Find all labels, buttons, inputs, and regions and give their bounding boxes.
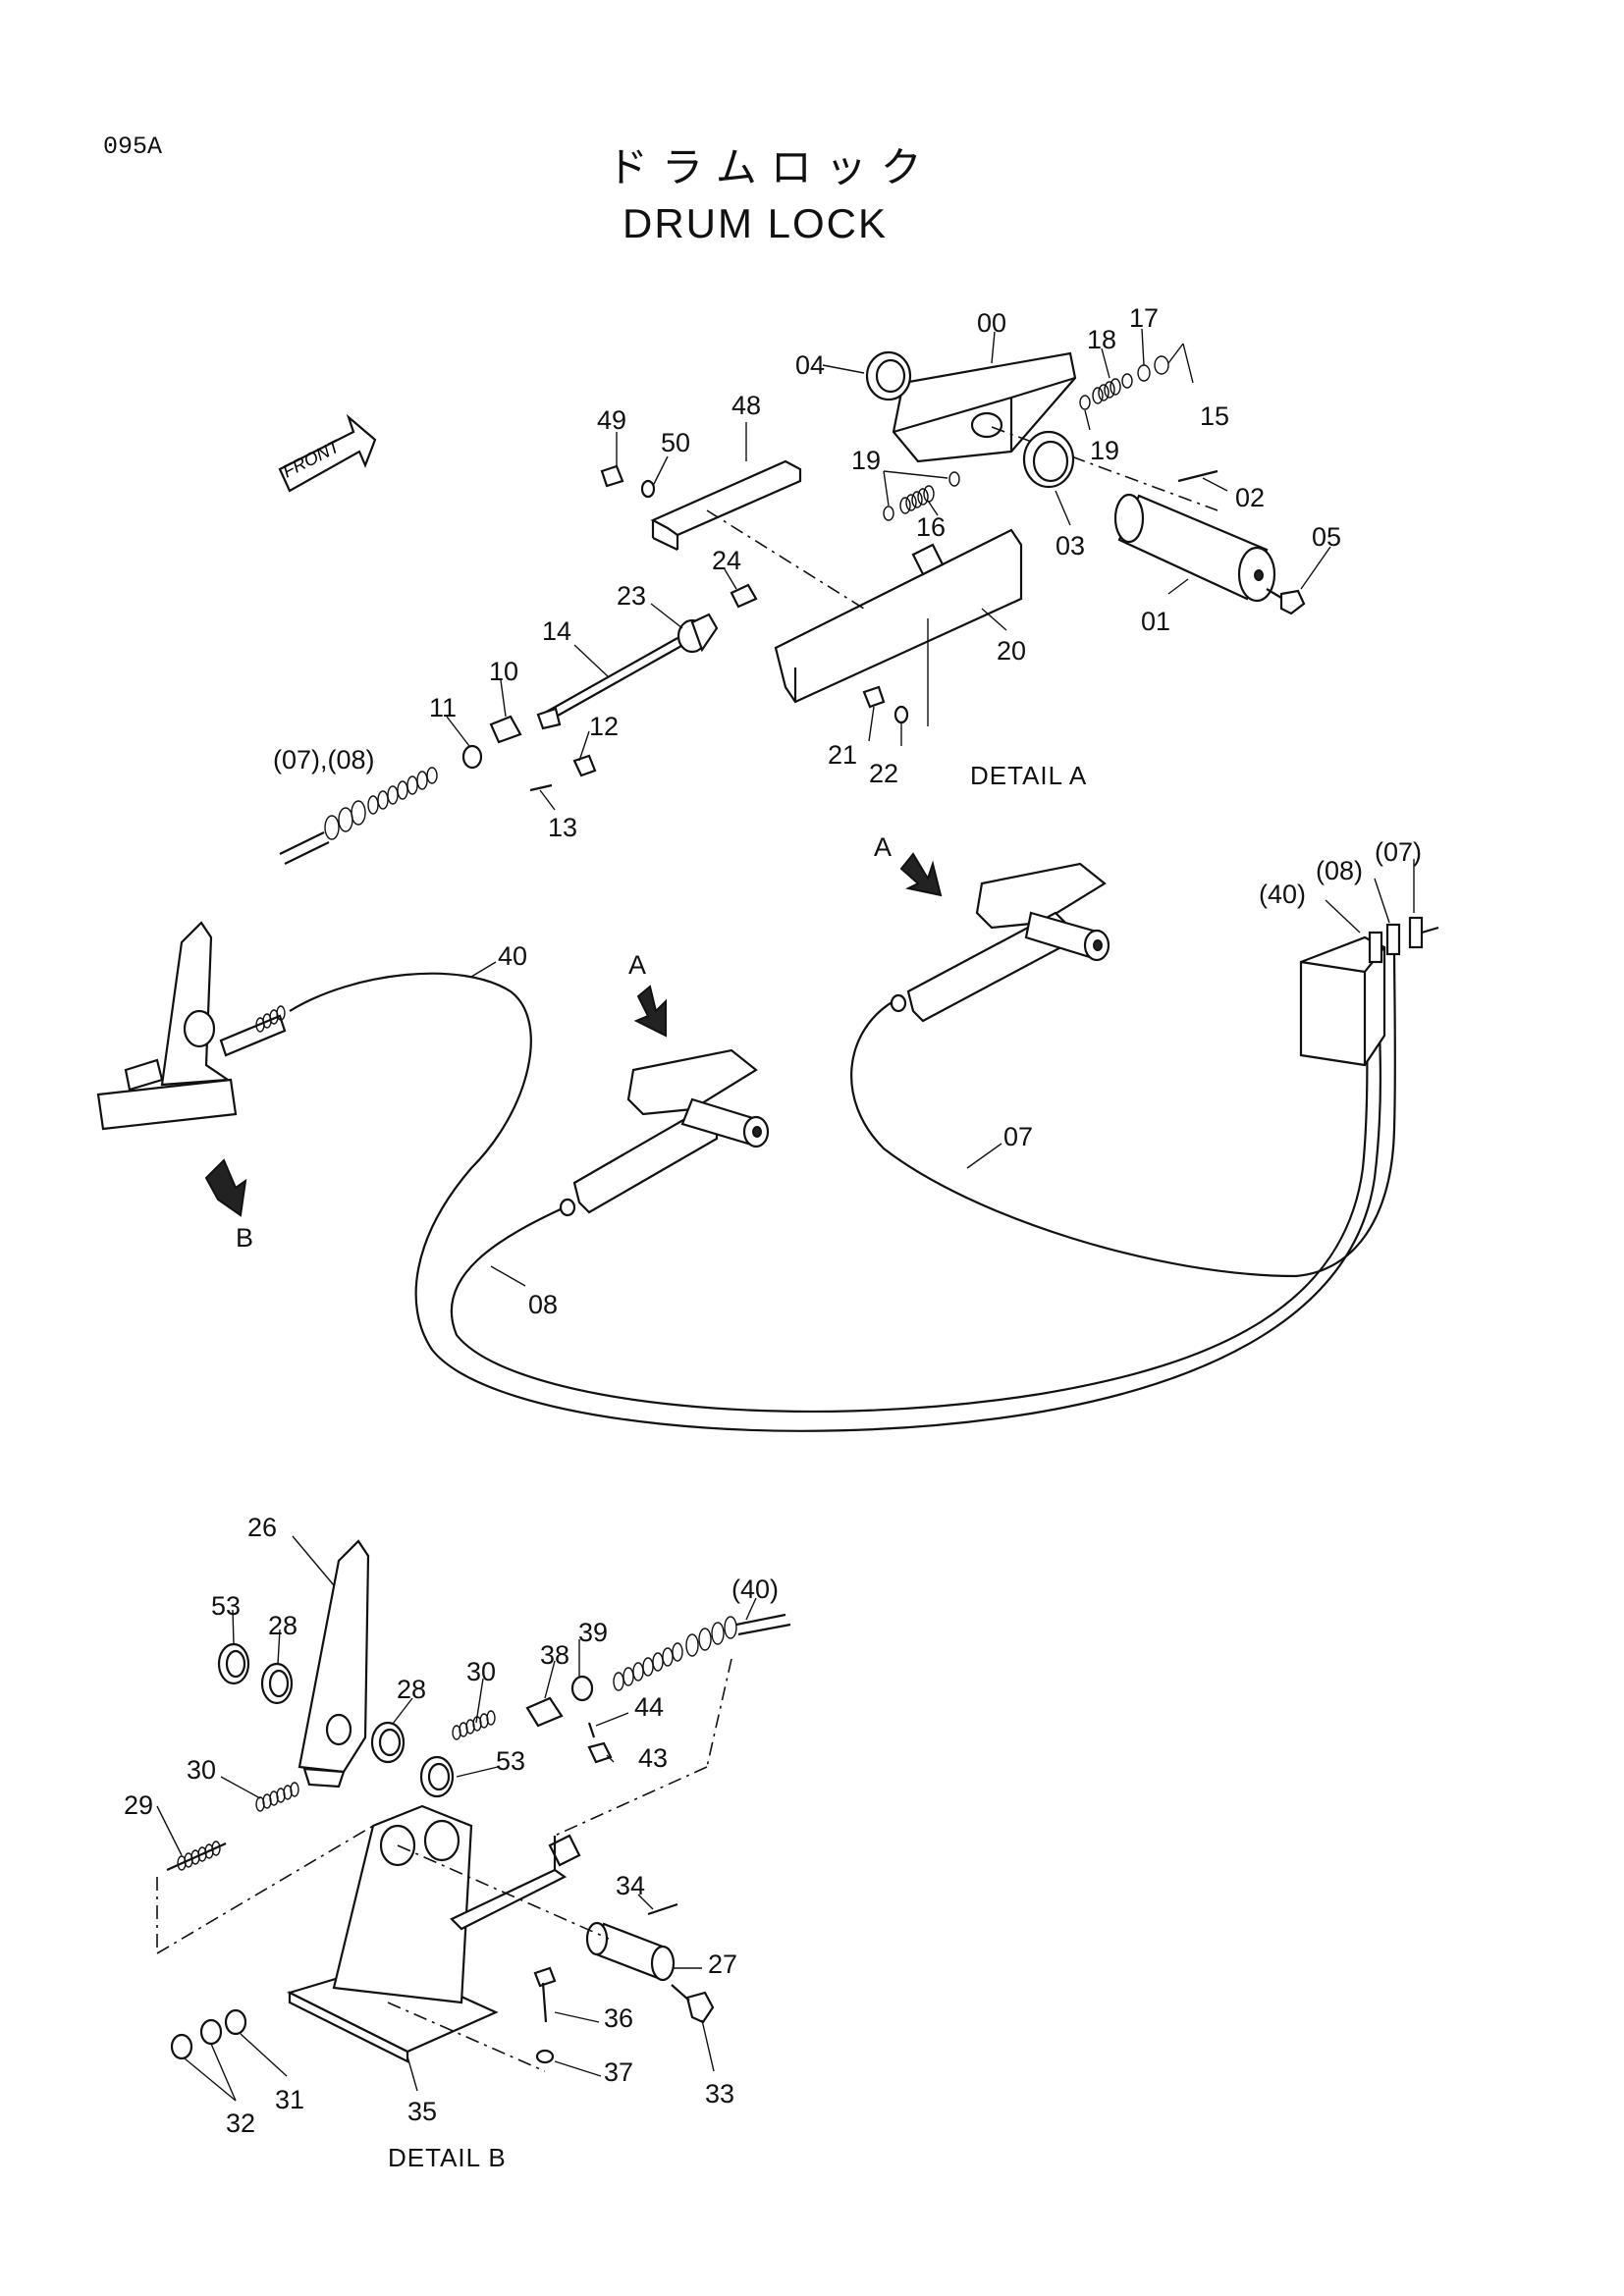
part-number-label: 00 xyxy=(977,308,1006,338)
part-number-label: 16 xyxy=(916,512,946,542)
part-number-label: 50 xyxy=(661,428,690,457)
part-number-label: 37 xyxy=(604,2057,633,2087)
view-marker-label: A xyxy=(628,950,646,980)
part-number-label: (07),(08) xyxy=(273,745,375,774)
title-english: DRUM LOCK xyxy=(623,200,889,246)
part-number-label: 13 xyxy=(548,813,577,842)
part-number-label: 36 xyxy=(604,2003,633,2033)
part-number-label: (40) xyxy=(731,1575,779,1604)
part-number-label: (40) xyxy=(1259,880,1306,909)
view-marker-labels: A A B xyxy=(236,832,892,1253)
part-number-label: 35 xyxy=(407,2097,437,2126)
part-number-label: 53 xyxy=(211,1591,241,1621)
part-number-label: 05 xyxy=(1312,522,1341,552)
part-number-label: 19 xyxy=(1090,436,1119,465)
overall-view xyxy=(96,852,1439,1432)
part-number-label: 29 xyxy=(124,1790,153,1820)
part-number-label: 30 xyxy=(466,1657,496,1686)
part-number-label: 23 xyxy=(617,581,646,611)
title-japanese: ドラムロック xyxy=(607,143,936,191)
part-number-label: 01 xyxy=(1141,607,1170,636)
front-arrow-label: FRONT xyxy=(280,436,345,482)
front-arrow-icon: FRONT xyxy=(278,413,377,493)
part-number-label: 38 xyxy=(540,1640,569,1670)
part-number-label: 44 xyxy=(634,1692,664,1722)
part-number-label: 48 xyxy=(731,391,761,420)
part-number-label: 24 xyxy=(712,546,741,575)
part-number-label: 14 xyxy=(542,616,571,646)
part-number-label: 08 xyxy=(528,1290,558,1319)
part-number-label: 03 xyxy=(1056,531,1085,561)
part-number-label: 43 xyxy=(638,1743,668,1773)
part-number-label: 17 xyxy=(1129,303,1159,333)
detail-b-caption: DETAIL B xyxy=(388,2143,507,2172)
view-arrow-b xyxy=(204,1158,247,1217)
part-number-label: 34 xyxy=(616,1871,645,1900)
part-number-label: 39 xyxy=(578,1618,608,1647)
part-number-label: 49 xyxy=(597,405,626,435)
part-number-label: 22 xyxy=(869,759,898,788)
part-number-label: 07 xyxy=(1003,1122,1033,1151)
part-number-label: 28 xyxy=(397,1675,426,1704)
part-number-label: (08) xyxy=(1316,856,1363,885)
part-number-label: 18 xyxy=(1087,325,1116,354)
view-arrow-a-center xyxy=(633,985,667,1038)
part-number-label: 20 xyxy=(997,636,1026,666)
part-number-label: 12 xyxy=(589,712,619,741)
detail-a-assembly xyxy=(279,328,1331,865)
part-number-label: 11 xyxy=(429,693,457,722)
part-number-labels: 00 01 02 03 04 05 10 11 12 13 14 15 16 17 18 19 19 20 21 22… xyxy=(124,303,1422,2138)
page-code: 095A xyxy=(103,133,163,161)
view-marker-label: B xyxy=(236,1223,253,1253)
part-number-label: (07) xyxy=(1375,837,1422,867)
part-number-label: 28 xyxy=(268,1611,298,1640)
part-number-label: 30 xyxy=(187,1755,216,1785)
view-arrow-a-right xyxy=(899,852,943,897)
detail-a-caption: DETAIL A xyxy=(970,761,1088,790)
part-number-label: 04 xyxy=(795,350,825,380)
part-number-label: 31 xyxy=(275,2085,304,2114)
part-number-label: 53 xyxy=(496,1746,525,1776)
part-number-label: 40 xyxy=(498,941,527,971)
view-marker-label: A xyxy=(874,832,892,862)
part-number-label: 27 xyxy=(708,1949,737,1979)
detail-b-assembly xyxy=(156,1535,791,2102)
part-number-label: 26 xyxy=(247,1513,277,1542)
part-number-label: 33 xyxy=(705,2079,734,2109)
part-number-label: 02 xyxy=(1235,483,1265,512)
part-number-label: 15 xyxy=(1200,401,1229,431)
part-number-label: 19 xyxy=(851,446,881,475)
part-number-label: 10 xyxy=(489,657,518,686)
part-number-label: 32 xyxy=(226,2109,255,2138)
part-number-label: 21 xyxy=(828,740,857,770)
